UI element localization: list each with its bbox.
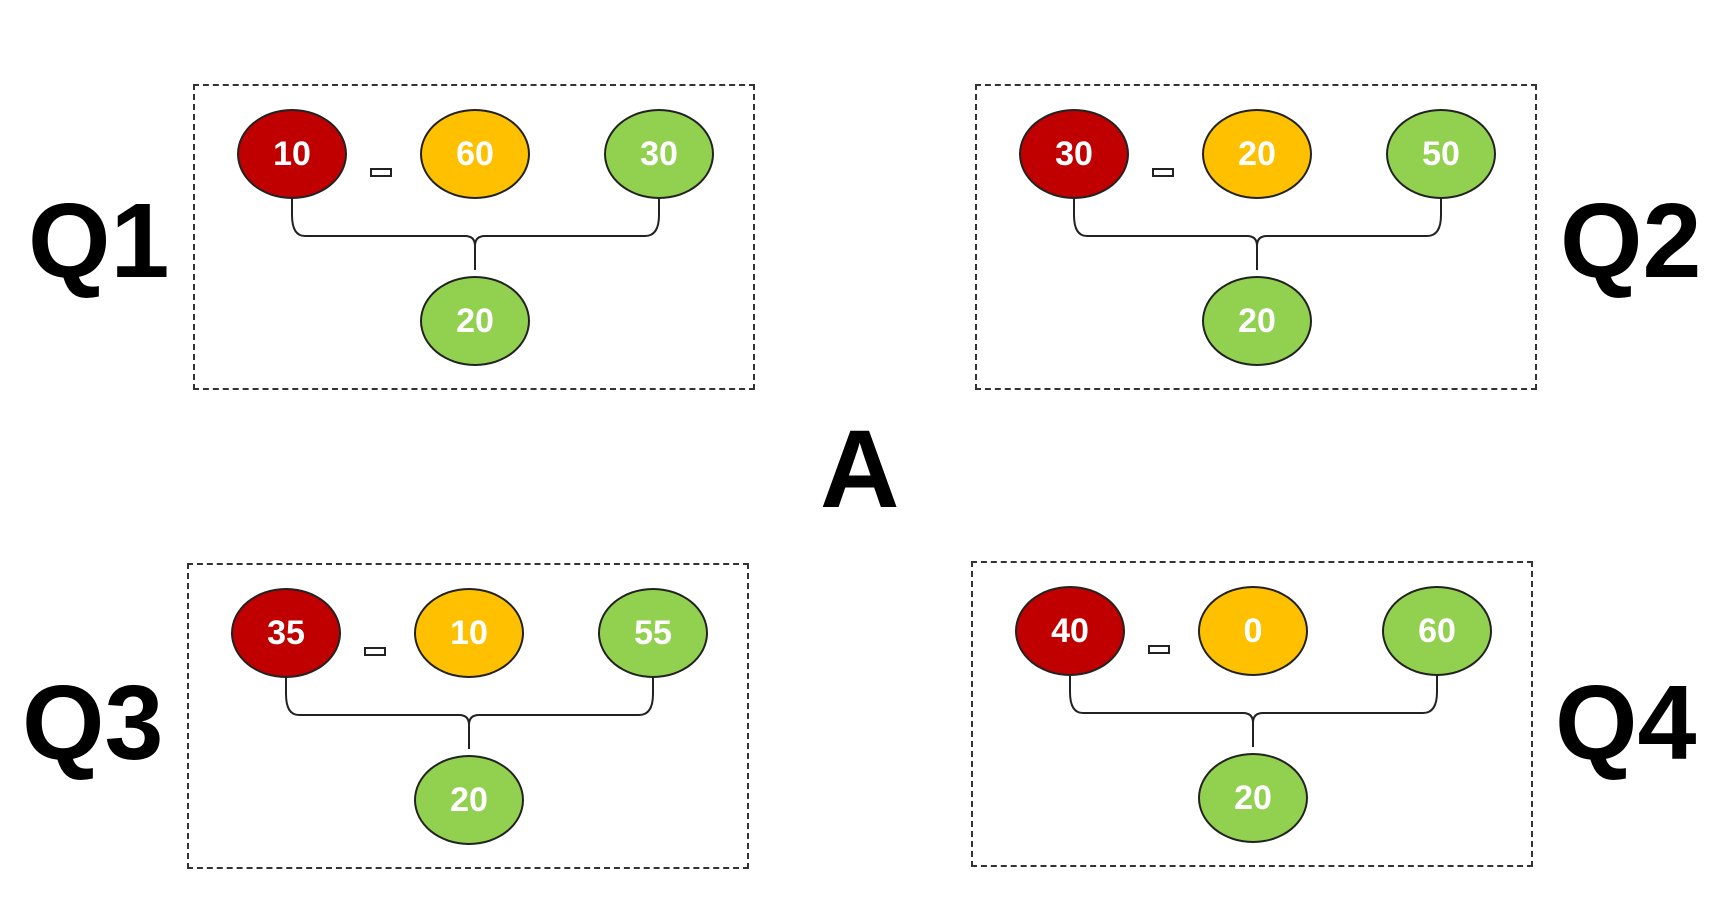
q2-brace <box>1073 199 1442 270</box>
q4-minus-sign <box>1148 645 1170 654</box>
q3-yellow-node: 10 <box>414 588 524 678</box>
q1-brace <box>291 199 660 270</box>
q1-green-node: 30 <box>604 109 714 199</box>
q3-brace <box>285 678 654 749</box>
q2-result-node: 20 <box>1202 276 1312 366</box>
q2-yellow-node: 20 <box>1202 109 1312 199</box>
q3-result-node: 20 <box>414 755 524 845</box>
q4-yellow-node: 0 <box>1198 586 1308 676</box>
q4-green-node: 60 <box>1382 586 1492 676</box>
q1-result-node: 20 <box>420 276 530 366</box>
q4-brace <box>1069 676 1438 747</box>
q3-label: Q3 <box>22 664 164 782</box>
panel-q1: 10 60 30 20 <box>193 84 755 390</box>
q2-minus-sign <box>1152 168 1174 177</box>
q4-label: Q4 <box>1555 664 1697 782</box>
q2-green-node: 50 <box>1386 109 1496 199</box>
q3-green-node: 55 <box>598 588 708 678</box>
q2-label: Q2 <box>1560 182 1702 300</box>
q1-yellow-node: 60 <box>420 109 530 199</box>
q2-red-node: 30 <box>1019 109 1129 199</box>
q3-red-node: 35 <box>231 588 341 678</box>
q4-result-node: 20 <box>1198 753 1308 843</box>
panel-q2: 30 20 50 20 <box>975 84 1537 390</box>
panel-q4: 40 0 60 20 <box>971 561 1533 867</box>
panel-q3: 35 10 55 20 <box>187 563 749 869</box>
q3-minus-sign <box>364 647 386 656</box>
q4-red-node: 40 <box>1015 586 1125 676</box>
q1-red-node: 10 <box>237 109 347 199</box>
q1-minus-sign <box>370 168 392 177</box>
q1-label: Q1 <box>28 182 170 300</box>
center-label: A <box>820 408 900 531</box>
